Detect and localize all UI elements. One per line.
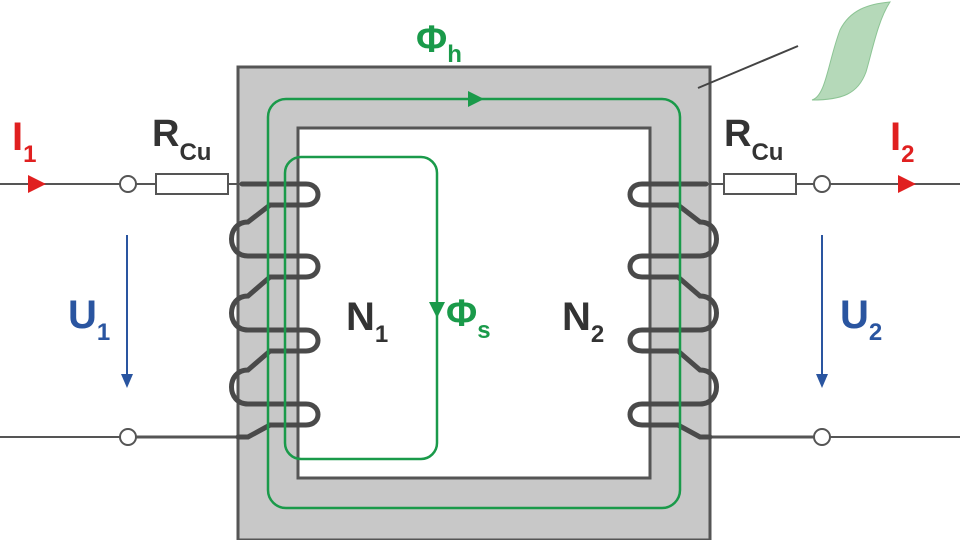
voltage-in-arrowhead-icon	[121, 374, 133, 388]
label-current-out: I2	[890, 115, 914, 168]
secondary-coil	[627, 181, 719, 440]
label-turns-primary: N1	[346, 295, 388, 348]
label-resistor-in: RCu	[152, 113, 211, 166]
label-voltage-in: U1	[68, 293, 110, 346]
input-terminal-top	[119, 175, 137, 193]
label-turns-secondary: N2	[562, 295, 604, 348]
label-current-in: I1	[12, 115, 36, 168]
leakage-flux-arrow-icon	[429, 302, 445, 318]
output-terminal-bottom	[813, 428, 831, 446]
inset-pointer-line	[697, 45, 799, 89]
resistor-output	[723, 173, 797, 195]
input-terminal-bottom	[119, 428, 137, 446]
voltage-out-arrowhead-icon	[816, 374, 828, 388]
label-resistor-out: RCu	[724, 113, 783, 166]
label-flux-main: Φh	[416, 19, 462, 68]
voltage-out-arrow	[816, 235, 828, 388]
current-out-arrow-icon	[898, 175, 916, 193]
voltage-in-arrow	[121, 235, 133, 388]
hysteresis-loop-icon	[811, 1, 891, 101]
resistor-input	[155, 173, 229, 195]
label-voltage-out: U2	[840, 293, 882, 346]
label-flux-leakage: Φs	[446, 293, 491, 344]
main-flux-arrow-icon	[468, 91, 484, 107]
primary-coil	[229, 181, 321, 440]
output-terminal-top	[813, 175, 831, 193]
current-in-arrow-icon	[28, 175, 46, 193]
transformer-core	[236, 65, 712, 540]
